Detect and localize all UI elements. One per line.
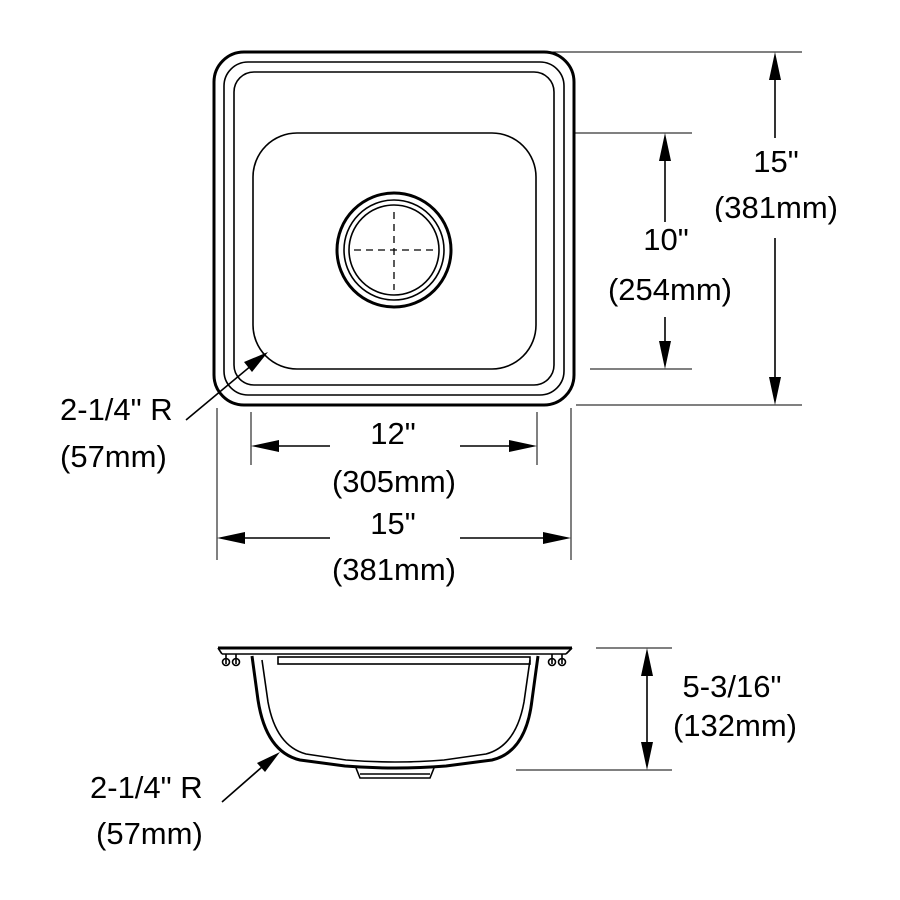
top-corner-radius-callout: 2-1/4" R (57mm) xyxy=(60,352,268,474)
sink-side-bowl xyxy=(250,655,540,770)
bowl-width-metric: (305mm) xyxy=(332,464,456,499)
sink-top-view xyxy=(212,50,576,407)
sink-side-view xyxy=(217,646,573,779)
bowl-length-dimension: 10" (254mm) xyxy=(574,132,735,370)
drain-outlet xyxy=(355,767,435,779)
overall-width-imperial: 15" xyxy=(370,506,416,541)
sink-deck-edge xyxy=(233,71,555,386)
sink-rim-inner-edge xyxy=(223,61,565,396)
overall-height-dimension: 15" (381mm) xyxy=(548,51,838,406)
bowl-width-dimension: 12" (305mm) xyxy=(250,412,538,499)
overall-height-metric: (381mm) xyxy=(714,190,838,225)
depth-dimension: 5-3/16" (132mm) xyxy=(516,647,797,771)
mounting-clip-left xyxy=(221,654,241,667)
sink-outer-rim xyxy=(212,50,576,407)
drain-icon xyxy=(335,191,453,309)
side-bottom-radius-imperial: 2-1/4" R xyxy=(90,770,203,805)
bowl-length-metric: (254mm) xyxy=(608,272,732,307)
mounting-clip-right xyxy=(547,654,567,667)
side-bottom-radius-callout: 2-1/4" R (57mm) xyxy=(90,752,280,851)
side-bottom-radius-metric: (57mm) xyxy=(96,816,203,851)
bowl-width-imperial: 12" xyxy=(370,416,416,451)
depth-imperial: 5-3/16" xyxy=(683,669,782,704)
sink-bowl-outline xyxy=(252,132,537,370)
top-corner-radius-metric: (57mm) xyxy=(60,439,167,474)
top-corner-radius-imperial: 2-1/4" R xyxy=(60,392,173,427)
overall-width-metric: (381mm) xyxy=(332,552,456,587)
depth-metric: (132mm) xyxy=(673,708,797,743)
bowl-length-imperial: 10" xyxy=(643,222,689,257)
overall-width-dimension: 15" (381mm) xyxy=(216,408,572,587)
overall-height-imperial: 15" xyxy=(753,144,799,179)
